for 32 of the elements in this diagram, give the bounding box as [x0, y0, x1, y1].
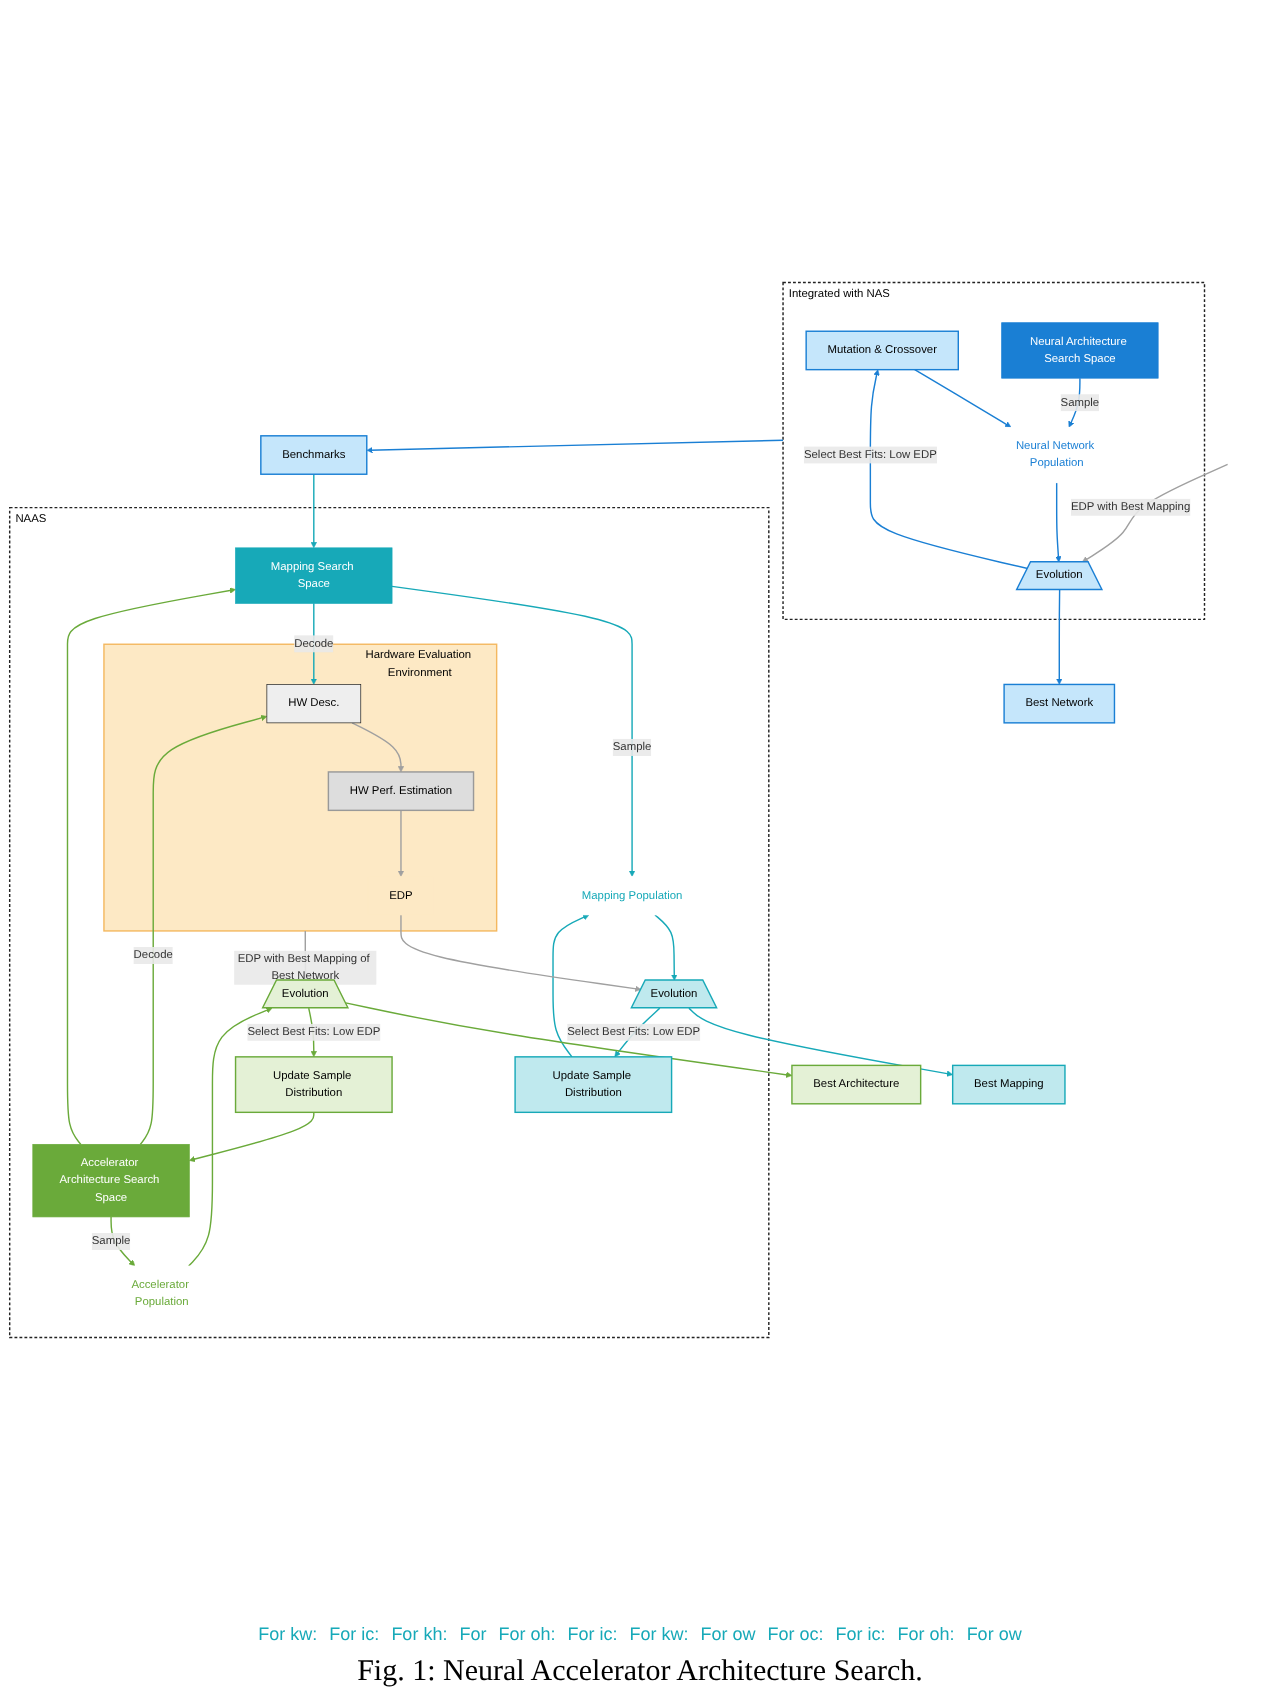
code-line: For ic: — [835, 1624, 886, 1644]
arrow — [1056, 589, 1063, 685]
code-line: For — [459, 1624, 487, 1644]
code-line: For ic: — [329, 1624, 380, 1644]
arrow — [397, 809, 405, 877]
code-line: For kw: — [258, 1624, 318, 1644]
code-line: For oh: — [897, 1624, 955, 1644]
arrow — [351, 722, 405, 773]
code-line: For oc: — [767, 1624, 824, 1644]
caption: Fig. 1: Neural Accelerator Architecture Search. — [357, 1654, 923, 1692]
code-line: For kh: — [391, 1624, 448, 1644]
code-line: For ic: — [567, 1624, 618, 1644]
arrow — [1055, 482, 1062, 563]
arrow — [310, 602, 317, 685]
arrow — [187, 1007, 273, 1267]
arrow — [310, 473, 317, 549]
arrow — [400, 914, 642, 992]
code-line: For kw: — [629, 1624, 689, 1644]
arrow — [391, 585, 636, 877]
arrow — [139, 714, 268, 1146]
arrow — [366, 439, 784, 454]
arrow — [688, 1007, 953, 1077]
arrow — [914, 368, 1012, 428]
code-line: For ow — [700, 1624, 756, 1644]
code-line: For ow — [966, 1624, 1022, 1644]
arrow — [344, 1002, 793, 1078]
code-line: For oh: — [498, 1624, 556, 1644]
arrow — [654, 914, 678, 981]
arrow — [66, 587, 236, 1146]
arrow — [189, 1111, 315, 1163]
arrow — [552, 914, 590, 1058]
arrow — [869, 369, 1029, 570]
